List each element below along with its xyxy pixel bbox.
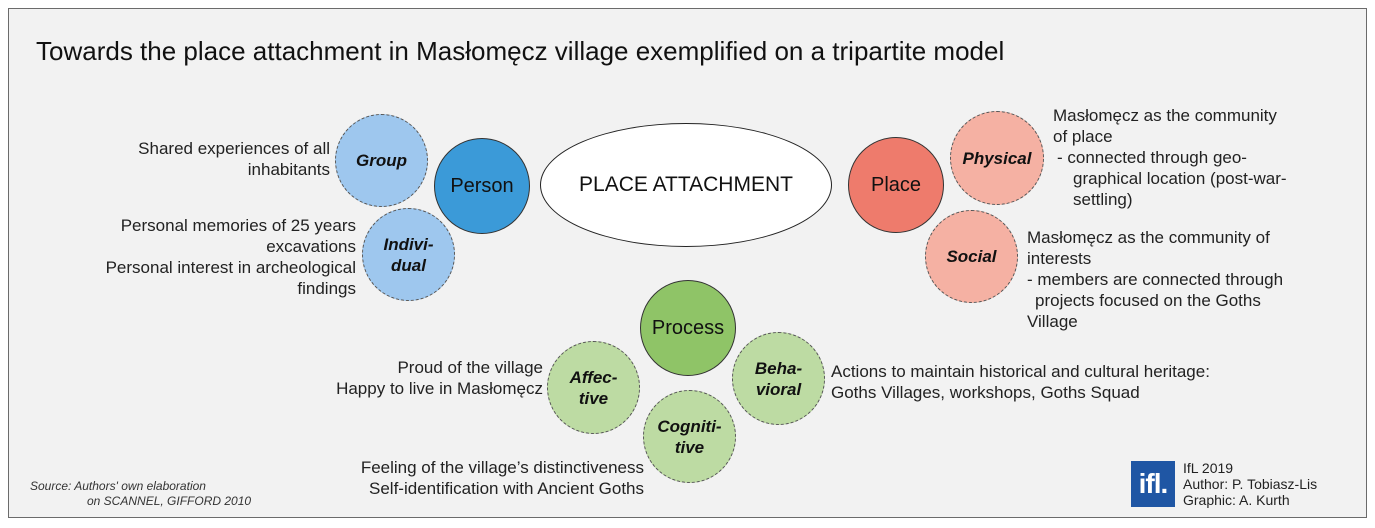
text-line: Masłomęcz as the community: [1053, 106, 1277, 125]
affective-label-line: Affec-: [569, 367, 618, 387]
group-circle: Group: [335, 114, 428, 207]
credit-line: Author: P. Tobiasz-Lis: [1183, 476, 1318, 492]
text-line: graphical location (post-war-: [1073, 169, 1287, 188]
text-line: Personal interest in archeological: [105, 258, 356, 277]
text-line: Shared experiences of all: [138, 139, 330, 158]
text-line: Masłomęcz as the community of: [1027, 228, 1270, 247]
social-circle: Social: [925, 210, 1018, 303]
place-label: Place: [870, 173, 922, 196]
text-line: Self-identification with Ancient Goths: [369, 479, 644, 498]
social-label: Social: [946, 247, 997, 266]
cognitive-label-line: Cogniti-: [657, 416, 722, 436]
process-label: Process: [651, 316, 725, 339]
affective-circle: Affec- tive: [547, 341, 640, 434]
text-line: settling): [1073, 190, 1133, 209]
individual-label-line: dual: [391, 255, 426, 275]
physical-circle: Physical: [950, 111, 1044, 205]
group-label: Group: [356, 151, 407, 170]
figure-title: Towards the place attachment in Masłomęc…: [36, 36, 1005, 66]
text-line: interests: [1027, 249, 1092, 268]
text-line: Feeling of the village’s distinctiveness: [360, 458, 644, 477]
source-line: on SCANNEL, GIFFORD 2010: [87, 494, 252, 508]
person-circle: Person: [434, 138, 530, 234]
physical-label: Physical: [962, 148, 1032, 168]
cognitive-label-line: tive: [674, 437, 705, 457]
place-circle: Place: [848, 137, 944, 233]
text-line: - connected through geo-: [1057, 148, 1247, 167]
cognitive-description: Feeling of the village’s distinctiveness…: [361, 457, 644, 499]
group-description: Shared experiences of all inhabitants: [138, 138, 330, 180]
source-note: Source: Authors' own elaboration on SCAN…: [30, 479, 251, 509]
text-line: Village: [1027, 312, 1078, 331]
individual-label-line: Indivi-: [383, 234, 434, 254]
credits: IfL 2019 Author: P. Tobiasz-Lis Graphic:…: [1183, 460, 1317, 508]
text-line: Happy to live in Masłomęcz: [336, 379, 543, 398]
text-line: findings: [297, 279, 356, 298]
source-line: Source: Authors' own elaboration: [30, 479, 206, 493]
text-line: projects focused on the Goths: [1035, 291, 1261, 310]
ifl-logo: ifl.: [1131, 461, 1175, 507]
place-attachment-ellipse: PLACE ATTACHMENT: [540, 123, 832, 247]
individual-description: Personal memories of 25 years excavation…: [106, 215, 356, 299]
process-circle: Process: [640, 280, 736, 376]
text-line: inhabitants: [247, 160, 330, 179]
social-description: Masłomęcz as the community of interests …: [1027, 227, 1283, 332]
behavioral-label-line: Beha-: [754, 358, 803, 378]
credit-line: Graphic: A. Kurth: [1183, 492, 1290, 508]
text-line: - members are connected through: [1027, 270, 1284, 289]
text-line: Personal memories of 25 years: [120, 216, 356, 235]
behavioral-circle: Beha- vioral: [732, 332, 825, 425]
cognitive-circle: Cogniti- tive: [643, 390, 736, 483]
text-line: Proud of the village: [397, 358, 543, 377]
credit-line: IfL 2019: [1183, 460, 1234, 476]
behavioral-label-line: vioral: [755, 379, 802, 399]
text-line: Actions to maintain historical and cultu…: [831, 362, 1210, 381]
behavioral-description: Actions to maintain historical and cultu…: [831, 361, 1210, 403]
text-line: of place: [1053, 127, 1113, 146]
text-line: Goths Villages, workshops, Goths Squad: [831, 383, 1140, 402]
text-line: excavations: [266, 237, 356, 256]
place-attachment-label: PLACE ATTACHMENT: [579, 173, 793, 196]
individual-circle: Indivi- dual: [362, 208, 455, 301]
affective-description: Proud of the village Happy to live in Ma…: [336, 357, 543, 399]
person-label: Person: [450, 174, 514, 197]
affective-label-line: tive: [578, 388, 609, 408]
physical-description: Masłomęcz as the community of place - co…: [1053, 105, 1287, 210]
